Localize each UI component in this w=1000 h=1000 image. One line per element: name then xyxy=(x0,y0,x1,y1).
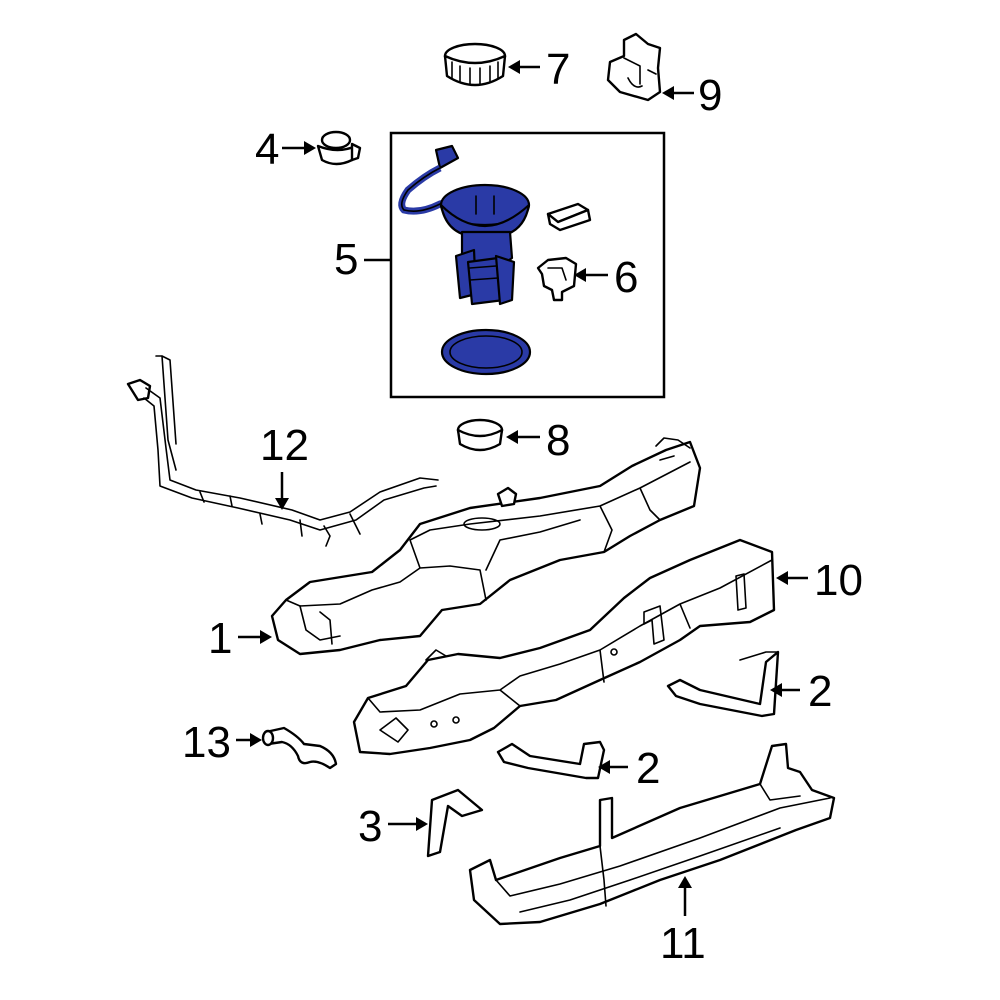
callout-label: 2 xyxy=(808,667,832,716)
callout-1: 1 xyxy=(208,614,272,663)
callout-label: 2 xyxy=(636,744,660,793)
callout-label: 5 xyxy=(334,235,358,284)
callout-label: 4 xyxy=(255,125,279,174)
callout-9: 9 xyxy=(662,71,722,120)
part-skid-plate xyxy=(468,742,836,926)
callout-label: 1 xyxy=(208,614,232,663)
callout-4: 4 xyxy=(255,125,316,174)
part-tank-strap-lower xyxy=(496,740,606,780)
callout-label: 13 xyxy=(182,718,231,767)
callout-label: 12 xyxy=(260,421,309,470)
part-sensor xyxy=(606,32,662,102)
pump-module-frame xyxy=(389,131,666,399)
callout-2-upper: 2 xyxy=(770,667,832,716)
callout-5: 5 xyxy=(334,235,391,284)
callout-label: 8 xyxy=(546,416,570,465)
callout-6: 6 xyxy=(574,253,638,302)
part-heat-shield xyxy=(352,538,776,756)
callout-12: 11 12 xyxy=(260,421,309,510)
callout-label: 3 xyxy=(358,802,382,851)
part-sender xyxy=(536,202,592,302)
part-seal-cap xyxy=(316,130,362,166)
part-filler-pipe xyxy=(126,355,439,547)
part-fuel-tank xyxy=(270,437,702,656)
part-lock-ring xyxy=(443,42,507,87)
part-seal-ring xyxy=(456,418,504,452)
callout-label: 9 xyxy=(698,71,722,120)
part-gasket xyxy=(440,328,532,376)
part-hose xyxy=(261,726,338,770)
part-bracket xyxy=(426,788,484,858)
callout-13: 13 xyxy=(182,718,262,767)
callout-label: 10 xyxy=(814,556,863,605)
callout-label: 7 xyxy=(546,45,570,94)
callout-3: 3 xyxy=(358,802,428,851)
callout-7: 7 xyxy=(508,45,570,94)
part-fuel-pump-module xyxy=(398,144,531,306)
callout-2-lower: 2 xyxy=(598,744,660,793)
callout-label: 6 xyxy=(614,253,638,302)
callout-8: 8 xyxy=(506,416,570,465)
callout-label: 11 xyxy=(660,919,706,968)
callout-10: 10 xyxy=(776,556,863,605)
callout-11: 11 xyxy=(660,876,706,968)
part-tank-strap-upper xyxy=(666,650,780,718)
